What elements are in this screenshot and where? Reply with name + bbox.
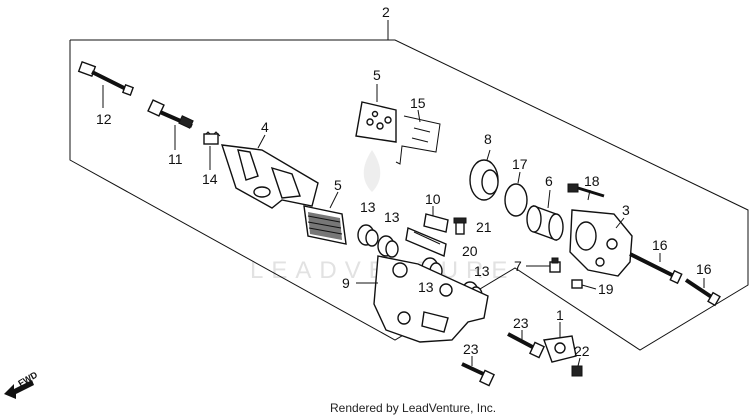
fitting-part-19 [571, 279, 583, 289]
nut-part-22 [571, 365, 583, 377]
callout-6: 6 [545, 173, 553, 189]
caliper-body-part-3 [569, 209, 633, 277]
leader-15 [417, 109, 421, 123]
clip-part-15 [395, 115, 441, 165]
callout-17: 17 [512, 156, 528, 172]
shim-part-5-top [355, 101, 397, 143]
ring-part-17 [504, 183, 528, 217]
callout-18: 18 [584, 173, 600, 189]
callout-12: 12 [96, 111, 112, 127]
watermark-logo [363, 150, 381, 192]
bolt-part-12 [77, 61, 135, 97]
leader-4 [257, 134, 266, 149]
callout-16a: 16 [652, 237, 668, 253]
leader-22 [577, 357, 581, 367]
callout-5-top: 5 [373, 67, 381, 83]
callout-4: 4 [261, 119, 269, 135]
piston-part-6 [526, 205, 564, 241]
callout-3: 3 [622, 202, 630, 218]
callout-2: 2 [382, 4, 390, 20]
fitting-part-7 [549, 257, 561, 273]
pin-part-16b [684, 278, 721, 307]
seal-part-8 [469, 159, 499, 201]
callout-13a: 13 [360, 199, 376, 215]
spring-part-14 [203, 131, 221, 145]
callout-19: 19 [598, 281, 614, 297]
leader-3 [615, 217, 625, 229]
callout-13b: 13 [384, 209, 400, 225]
callout-14: 14 [202, 171, 218, 187]
retainer-part-4 [220, 144, 319, 209]
callout-10: 10 [425, 191, 441, 207]
callout-23b: 23 [463, 341, 479, 357]
bolt-part-23a [507, 332, 545, 359]
footer-credit: Rendered by LeadVenture, Inc. [330, 401, 496, 415]
callout-20: 20 [462, 243, 478, 259]
pad-spring-part-20 [405, 227, 447, 257]
boot-part-13b [377, 235, 399, 258]
leader-17 [517, 171, 521, 184]
boot-part-13a [357, 224, 379, 247]
bolt-part-23b [461, 362, 495, 387]
pin-part-10 [423, 213, 449, 233]
assembly-outline [69, 39, 749, 351]
valve-part-18 [567, 183, 605, 198]
leader-8 [486, 149, 491, 161]
callout-11: 11 [168, 151, 183, 167]
bracket-part-1 [543, 335, 577, 363]
callout-16b: 16 [696, 261, 712, 277]
callout-5-pad: 5 [334, 177, 342, 193]
callout-7: 7 [514, 258, 522, 274]
callout-13d: 13 [474, 263, 490, 279]
forward-arrow-icon [4, 380, 34, 399]
screw-part-21 [453, 217, 467, 235]
pin-part-11 [147, 99, 194, 129]
brake-pad-part-5 [303, 205, 347, 245]
leader-6 [547, 189, 551, 209]
leader-18 [587, 189, 591, 201]
callout-8: 8 [484, 131, 492, 147]
leader-19 [581, 284, 597, 290]
callout-13c: 13 [418, 279, 434, 295]
callout-22: 22 [574, 343, 590, 359]
leader-5-pad [329, 191, 339, 209]
pin-part-16a [629, 252, 683, 285]
bracket-part-9 [373, 255, 489, 343]
callout-15: 15 [410, 95, 426, 111]
callout-23a: 23 [513, 315, 529, 331]
callout-21: 21 [476, 219, 492, 235]
callout-9: 9 [342, 275, 350, 291]
callout-1: 1 [556, 307, 564, 323]
